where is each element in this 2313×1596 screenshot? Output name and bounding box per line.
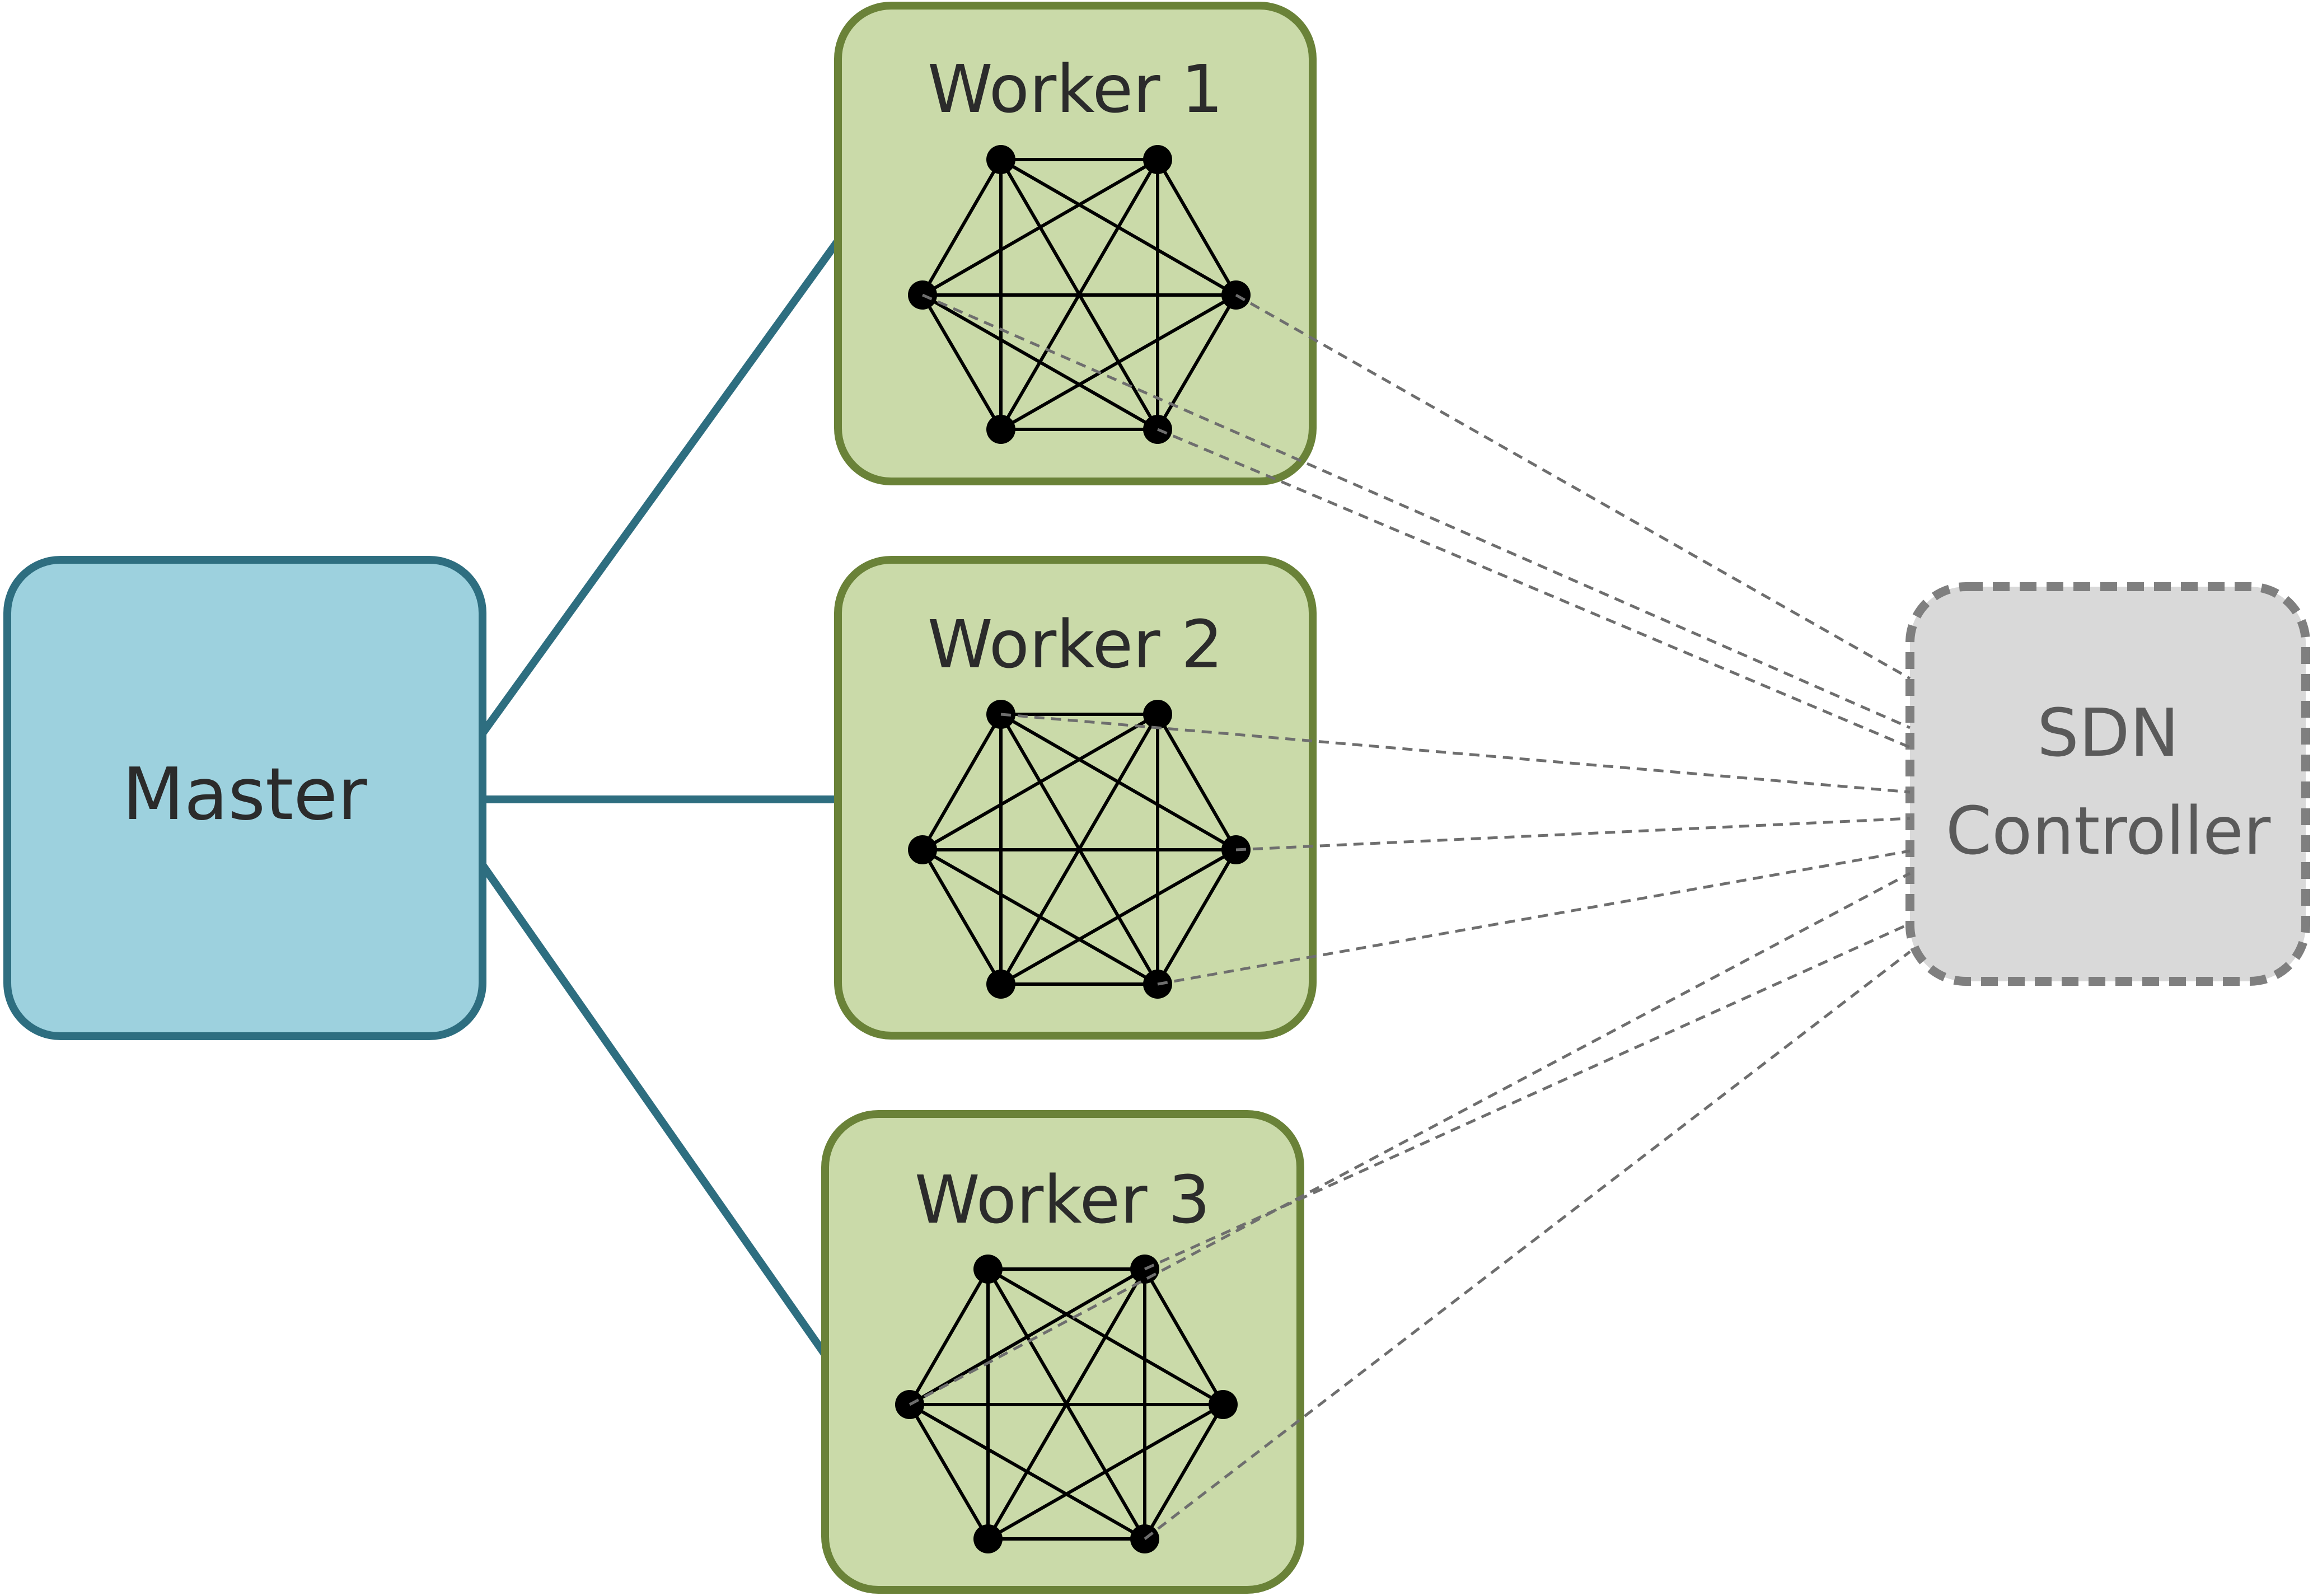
- worker-2-edge: [921, 713, 1159, 851]
- worker-2-box-shape: [834, 556, 1317, 1040]
- worker-1-edge: [1156, 294, 1238, 430]
- worker-1-to-sdn-controller-link: [1235, 293, 1911, 680]
- worker-1-graph-node: [986, 145, 1015, 174]
- worker-3-edge: [909, 1267, 1146, 1406]
- worker-1-to-sdn-controller-link: [921, 293, 1911, 729]
- controller-links: [909, 293, 1911, 1540]
- sdn-controller-label-line2: Controller: [1946, 792, 2271, 869]
- worker-1-box-shape: [834, 2, 1317, 485]
- worker-1-graph-node: [986, 415, 1015, 444]
- worker-1-edge: [921, 294, 1003, 430]
- worker-2-node[interactable]: Worker 2: [834, 556, 1317, 1040]
- worker-1-edge: [921, 158, 1159, 297]
- worker-1-to-sdn-controller-link: [1157, 428, 1911, 749]
- master-to-worker-3-link: [479, 861, 829, 1359]
- worker-1-graph-node: [1143, 145, 1172, 174]
- worker-2-to-sdn-controller-link: [1235, 817, 1911, 851]
- master-to-worker-1-link: [479, 237, 842, 737]
- worker-2-graph-node: [908, 835, 937, 864]
- worker-2-to-sdn-controller-link: [1000, 713, 1911, 794]
- sdn-controller-label-line1: SDN: [2037, 694, 2179, 771]
- worker-1-label: Worker 1: [928, 50, 1223, 128]
- worker-3-edge: [1143, 1268, 1225, 1406]
- worker-1-edge: [1000, 293, 1237, 431]
- worker-1-edge: [921, 293, 1159, 431]
- worker-3-edge: [908, 1403, 990, 1540]
- worker-1-edge: [1156, 158, 1238, 296]
- worker-3-node[interactable]: Worker 3: [821, 1110, 1304, 1594]
- sdn-controller-node[interactable]: SDN Controller: [1905, 582, 2310, 986]
- worker-1-edge: [921, 158, 1003, 296]
- worker-2-label: Worker 2: [928, 606, 1223, 683]
- worker-2-edge: [921, 848, 1159, 986]
- worker-2-edge: [921, 713, 1003, 851]
- worker-3-box-shape: [821, 1110, 1304, 1594]
- worker-3-edge: [1143, 1403, 1225, 1540]
- worker-1-node[interactable]: Worker 1: [834, 2, 1317, 485]
- worker-2-edge: [1156, 849, 1238, 985]
- master-box-shape: [3, 556, 486, 1040]
- worker-3-mesh-graph: [895, 1255, 1238, 1553]
- worker-2-edge: [1156, 713, 1238, 851]
- master-node[interactable]: Master: [3, 556, 486, 1040]
- worker-3-graph-node: [973, 1524, 1003, 1553]
- worker-3-graph-node: [973, 1255, 1003, 1284]
- worker-3-to-sdn-controller-link: [909, 872, 1911, 1406]
- sdn-controller-box-shape: [1905, 582, 2310, 986]
- worker-3-to-sdn-controller-link: [1144, 951, 1911, 1540]
- worker-2-edge: [1000, 848, 1237, 986]
- worker-2-mesh-graph: [908, 700, 1251, 999]
- worker-2-graph-node: [986, 970, 1015, 999]
- master-label: Master: [122, 753, 367, 836]
- master-worker-links: [479, 237, 842, 1359]
- worker-3-edge: [909, 1403, 1146, 1541]
- worker-2-graph-node: [1143, 700, 1172, 729]
- worker-1-mesh-graph: [908, 145, 1251, 444]
- worker-3-edge: [987, 1403, 1224, 1541]
- worker-3-edge: [908, 1268, 990, 1406]
- worker-3-to-sdn-controller-link: [1144, 922, 1911, 1271]
- worker-2-edge: [921, 849, 1003, 985]
- worker-3-graph-node: [1209, 1390, 1238, 1419]
- worker-3-label: Worker 3: [915, 1161, 1210, 1238]
- worker-2-to-sdn-controller-link: [1157, 849, 1911, 986]
